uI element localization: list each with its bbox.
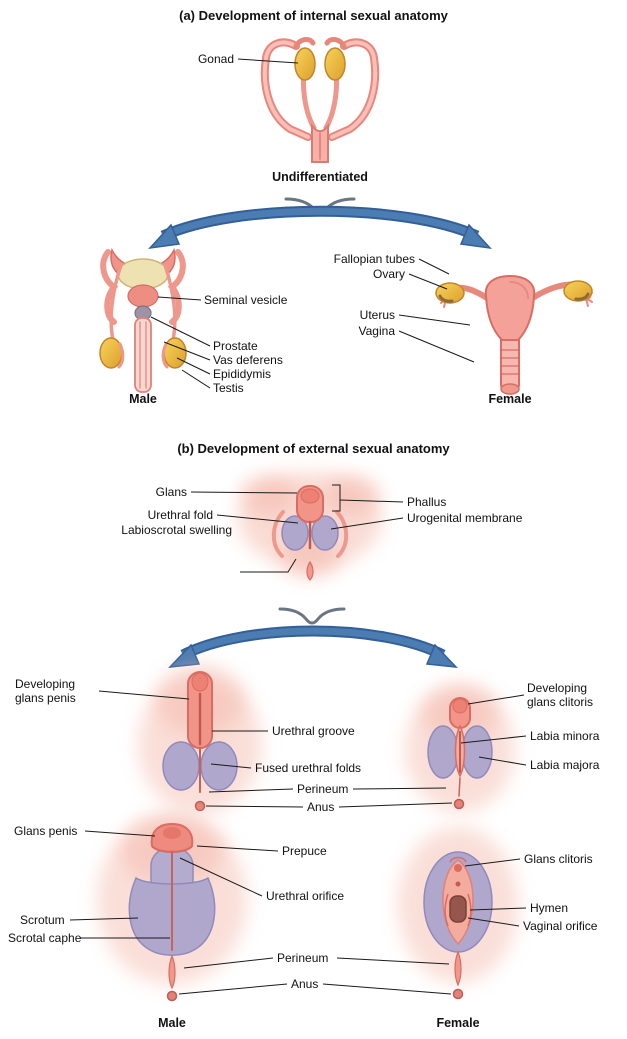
label-developing-glans-clitoris-line2: glans clitoris [527, 695, 594, 710]
label-urogenital-membrane: Urogenital membrane [407, 511, 523, 525]
label-seminal-vesicle: Seminal vesicle [204, 293, 288, 307]
label-urethral-fold: Urethral fold [147, 508, 213, 522]
label-perineum-developing: Perineum [297, 782, 349, 796]
label-developing-glans-clitoris: Developing glans clitoris [527, 681, 593, 710]
label-gonad: Gonad [197, 52, 234, 66]
label-labia-majora: Labia majora [530, 758, 600, 772]
labia-majora-left [427, 725, 459, 779]
female-internal-figure [435, 274, 593, 395]
label-glans: Glans [155, 485, 187, 499]
label-urethral-groove: Urethral groove [272, 724, 355, 738]
label-uterus: Uterus [359, 308, 395, 322]
urethral-fold-left [281, 515, 309, 551]
label-anus-final: Anus [291, 977, 319, 991]
anus-dot-final-male [166, 990, 178, 1002]
label-perineum-final: Perineum [277, 951, 329, 965]
urethral-fold-right [311, 515, 339, 551]
vaginal-orifice-shape [449, 895, 467, 923]
caption-male-internal: Male [129, 392, 157, 406]
anus-dot-final-female [452, 988, 464, 1000]
label-labia-minora: Labia minora [530, 729, 600, 743]
label-fallopian-tubes: Fallopian tubes [333, 252, 415, 266]
label-phallus: Phallus [407, 495, 447, 509]
developing-male-external-figure [138, 665, 262, 813]
label-scrotum: Scrotum [20, 913, 65, 927]
label-developing-glans-clitoris-line1: Developing [527, 681, 588, 695]
caption-female-external: Female [436, 1016, 480, 1030]
label-testis: Testis [213, 381, 244, 395]
penis-shape [134, 317, 152, 393]
section-a-title: (a) Development of internal sexual anato… [179, 8, 448, 23]
gonad-right [324, 47, 346, 81]
label-glans-penis: Glans penis [14, 824, 78, 838]
anus-dot-dev-male [194, 800, 206, 812]
undifferentiated-external-figure [238, 472, 382, 581]
gonad-left [294, 47, 316, 81]
label-anus-developing: Anus [307, 800, 335, 814]
testis-right [163, 337, 187, 369]
caption-female-internal: Female [488, 392, 532, 406]
label-vagina: Vagina [358, 324, 395, 338]
clitoris-dot [454, 864, 462, 872]
label-hymen: Hymen [530, 901, 569, 915]
label-epididymis: Epididymis [213, 367, 272, 381]
vagina-shape [500, 339, 520, 392]
male-internal-figure [99, 247, 187, 393]
label-developing-glans-penis: Developing glans penis [15, 677, 76, 706]
caption-male-external: Male [158, 1016, 186, 1030]
label-urethral-orifice: Urethral orifice [266, 889, 345, 903]
label-vas-deferens: Vas deferens [213, 353, 283, 367]
leader-lines [69, 58, 527, 995]
uterus-shape [484, 274, 536, 341]
label-vaginal-orifice: Vaginal orifice [523, 919, 598, 933]
label-prostate: Prostate [213, 339, 258, 353]
label-prepuce: Prepuce [282, 844, 327, 858]
branch-arrow-b [168, 625, 458, 668]
final-male-external-figure [97, 815, 247, 1002]
scrotal-swelling-left [162, 741, 200, 791]
developing-female-external-figure [405, 684, 515, 812]
anus-dot-dev-female [453, 798, 465, 810]
label-labioscrotal-swelling: Labioscrotal swelling [121, 523, 232, 537]
label-developing-glans-penis-line1: Developing [15, 677, 76, 691]
label-glans-clitoris: Glans clitoris [524, 852, 593, 866]
branch-arrow-a [148, 205, 492, 250]
label-ovary: Ovary [372, 267, 405, 281]
branch-brace-b [278, 607, 346, 625]
label-scrotal-raphe: Scrotal caphe [8, 931, 82, 945]
undifferentiated-internal-figure [260, 36, 380, 163]
section-b-title: (b) Development of external sexual anato… [177, 441, 450, 456]
label-developing-glans-penis-line2: glans penis [15, 691, 76, 706]
labia-majora-right [461, 725, 493, 779]
seminal-vesicle-shape [127, 284, 159, 308]
final-female-external-figure [398, 827, 518, 1000]
caption-undifferentiated: Undifferentiated [272, 170, 368, 184]
urethral-orifice-dot [455, 881, 461, 887]
label-fused-urethral-folds: Fused urethral folds [255, 761, 362, 775]
testis-left [99, 337, 123, 369]
